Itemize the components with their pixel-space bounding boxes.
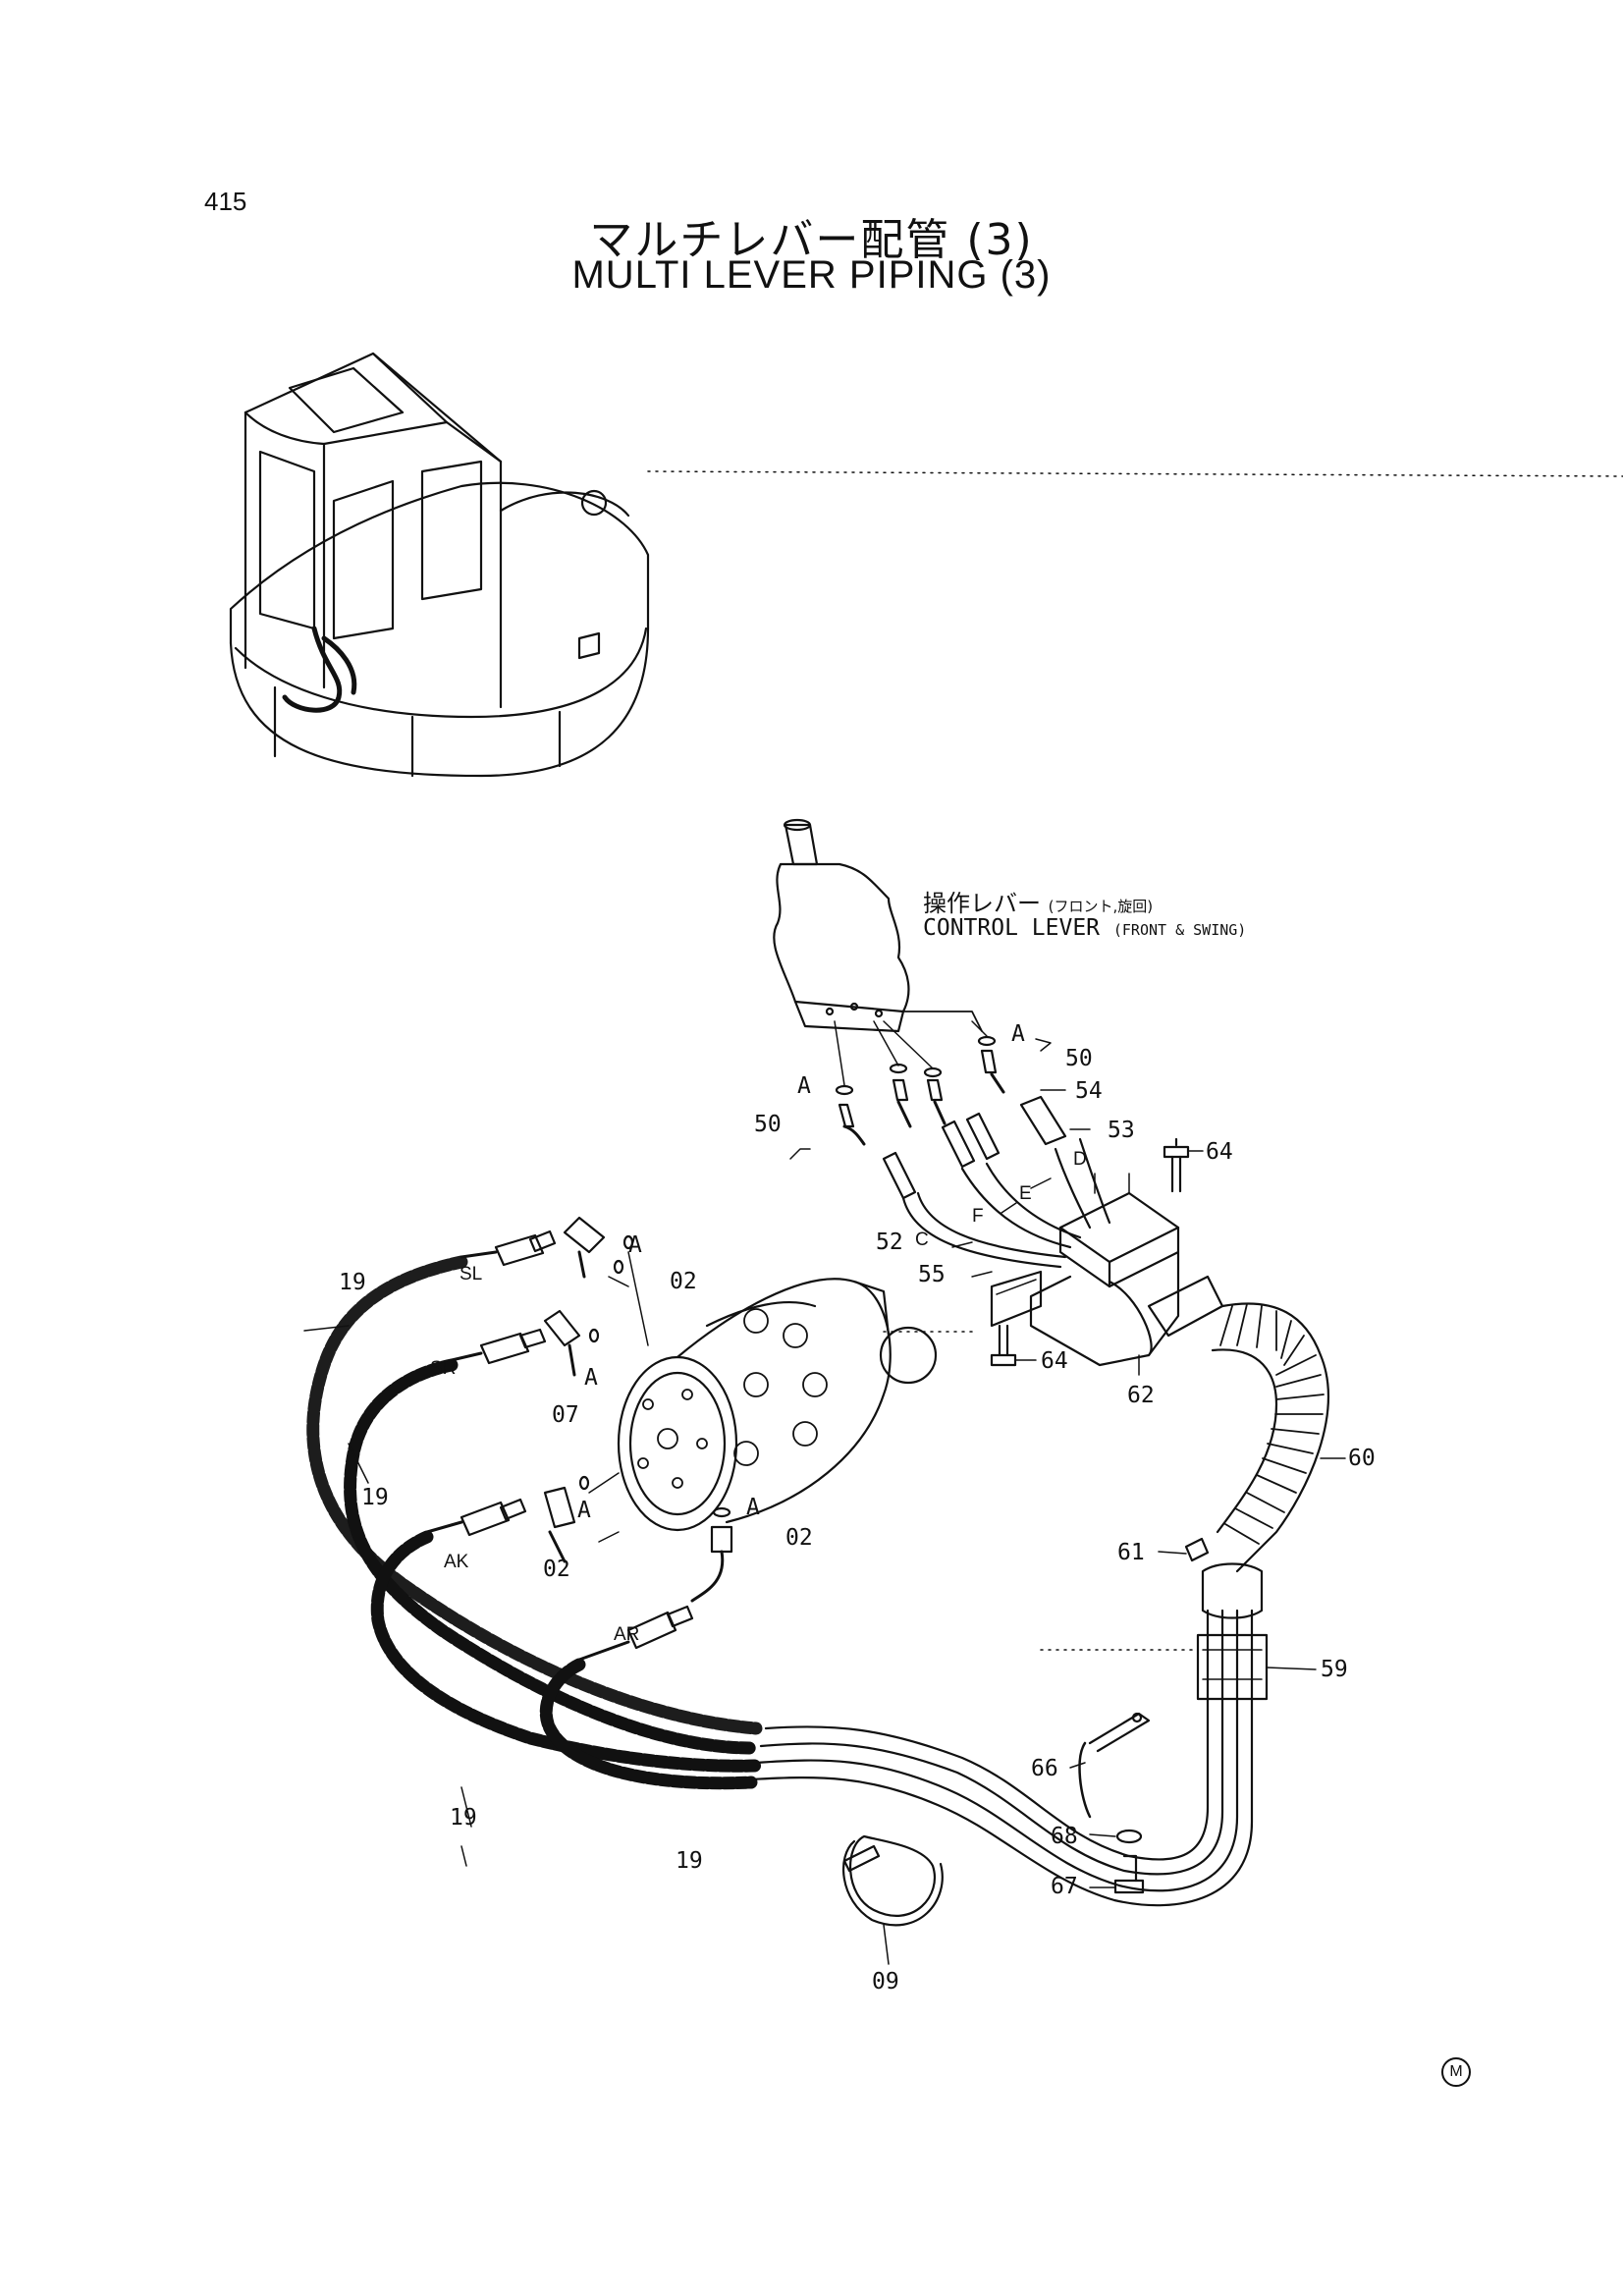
port-label-a: A — [797, 1073, 811, 1099]
title-english: MULTI LEVER PIPING (3) — [571, 253, 1052, 297]
part-label-19: 19 — [450, 1805, 477, 1831]
clamp-59 — [1196, 1562, 1317, 1701]
part-label-02: 02 — [543, 1557, 570, 1582]
part-label-52: 52 — [876, 1230, 903, 1255]
cable-tie-09 — [842, 1834, 944, 1965]
leader-lines — [598, 1038, 1346, 1543]
part-label-68: 68 — [1051, 1824, 1078, 1849]
title-japanese: マルチレバー配管 (3) — [589, 215, 1034, 265]
part-label-19: 19 — [339, 1270, 366, 1295]
control-lever-en-sub: (FRONT & SWING) — [1112, 921, 1247, 939]
part-label-61: 61 — [1117, 1540, 1145, 1565]
bolt-64-upper — [1163, 1137, 1204, 1193]
hose-end-fittings — [425, 1230, 694, 1662]
part-label-62: 62 — [1127, 1383, 1155, 1408]
upper-hoses — [901, 1137, 1111, 1269]
bracket-62 — [990, 1173, 1180, 1367]
bolt-61 — [1158, 1537, 1210, 1562]
upper-fittings — [834, 1020, 1067, 1200]
port-label-sl: SL — [460, 1264, 483, 1285]
port-label-ak: AK — [444, 1552, 469, 1572]
part-label-67: 67 — [1051, 1874, 1078, 1899]
part-label-53: 53 — [1108, 1118, 1135, 1143]
swivel-joint — [617, 1278, 973, 1532]
excavator-overview-illustration — [229, 352, 1623, 778]
part-label-54: 54 — [1075, 1078, 1103, 1104]
port-label-a: A — [577, 1498, 591, 1523]
control-lever-jp-main: 操作レバー — [923, 890, 1041, 917]
port-label-a: A — [1011, 1021, 1025, 1047]
part-label-55: 55 — [918, 1262, 946, 1287]
part-label-60: 60 — [1348, 1446, 1376, 1471]
control-lever-label-jp: 操作レバー (フロント,旋回) — [923, 884, 1153, 918]
part-label-64: 64 — [1206, 1139, 1233, 1165]
washer-68-bolt-67 — [1089, 1829, 1145, 1894]
part-label-19: 19 — [361, 1485, 389, 1510]
port-label-ar: AR — [614, 1624, 640, 1645]
part-label-07: 07 — [552, 1402, 579, 1428]
control-lever-valve — [773, 818, 983, 1033]
port-label-d: D — [1073, 1149, 1087, 1170]
corrugated-tube-60 — [1147, 1275, 1329, 1573]
elbow-fittings — [543, 1216, 733, 1603]
part-label-50: 50 — [754, 1112, 782, 1137]
port-label-a: A — [746, 1495, 760, 1520]
control-lever-en-main: CONTROL LEVER — [923, 915, 1101, 941]
spiral-hoses-19 — [303, 1255, 763, 1867]
hose-bundle — [749, 1609, 1254, 1907]
port-label-c: C — [915, 1230, 929, 1250]
part-label-02: 02 — [785, 1525, 813, 1551]
part-label-19: 19 — [676, 1848, 703, 1874]
part-label-02: 02 — [670, 1269, 697, 1294]
port-label-e: E — [1019, 1183, 1032, 1204]
control-lever-jp-sub: (フロント,旋回) — [1048, 898, 1154, 915]
port-label-sr: SR — [430, 1358, 457, 1379]
control-lever-label-en: CONTROL LEVER (FRONT & SWING) — [923, 915, 1246, 941]
part-label-59: 59 — [1321, 1657, 1348, 1682]
bolt-64-lower — [990, 1324, 1037, 1367]
port-label-a: A — [584, 1365, 598, 1391]
registered-mark: M — [1441, 2057, 1471, 2087]
part-label-50: 50 — [1065, 1046, 1093, 1071]
port-label-f: F — [972, 1206, 984, 1227]
part-label-66: 66 — [1031, 1756, 1058, 1781]
port-label-a: A — [628, 1232, 642, 1258]
part-label-64: 64 — [1041, 1348, 1068, 1374]
part-label-09: 09 — [872, 1969, 899, 1995]
page-number: 415 — [204, 187, 247, 216]
